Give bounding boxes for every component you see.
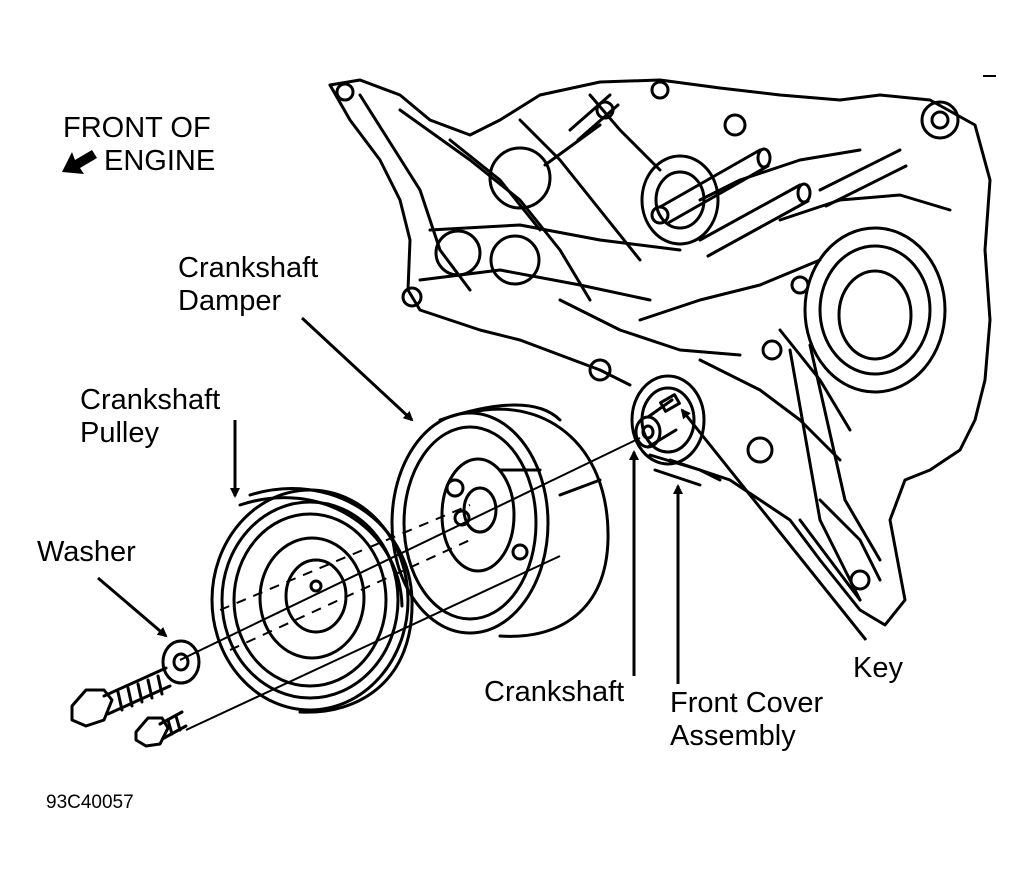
damper-leader [300,316,414,422]
damper-label-line2: Damper [178,285,282,317]
crankshaft-pulley-label: Crankshaft Pulley [80,384,220,450]
washer-part [161,639,201,685]
front-of-engine-line1: FRONT OF [63,112,211,144]
washer-label: Washer [37,536,136,568]
pulley-label-line1: Crankshaft [80,384,221,416]
crankshaft-snout [634,393,681,449]
engine-front-cover [328,78,992,627]
washer-leader [97,576,168,638]
arrow-left-down-icon [62,150,97,174]
assembly-centerlines [179,437,641,731]
front-cover-label-line2: Assembly [670,720,796,752]
front-of-engine-line2: ENGINE [104,145,216,177]
crankshaft-damper-label: Crankshaft Damper [178,252,318,318]
front-of-engine-label: FRONT OF ENGINE [63,112,215,178]
long-bolt [70,666,172,728]
crankshaft-label: Crankshaft [484,676,625,708]
short-bolt [134,710,188,748]
damper-label-line1: Crankshaft [178,252,319,284]
figure-id: 93C40057 [46,792,134,813]
key-leader [680,408,868,641]
front-cover-label-line1: Front Cover [670,687,824,719]
key-label: Key [853,652,903,684]
front-cover-assembly-label: Front Cover Assembly [670,687,823,753]
crankshaft-damper [390,403,610,638]
crankshaft-pulley [210,487,414,714]
leader-lines [97,316,868,684]
pulley-label-line2: Pulley [80,417,159,449]
